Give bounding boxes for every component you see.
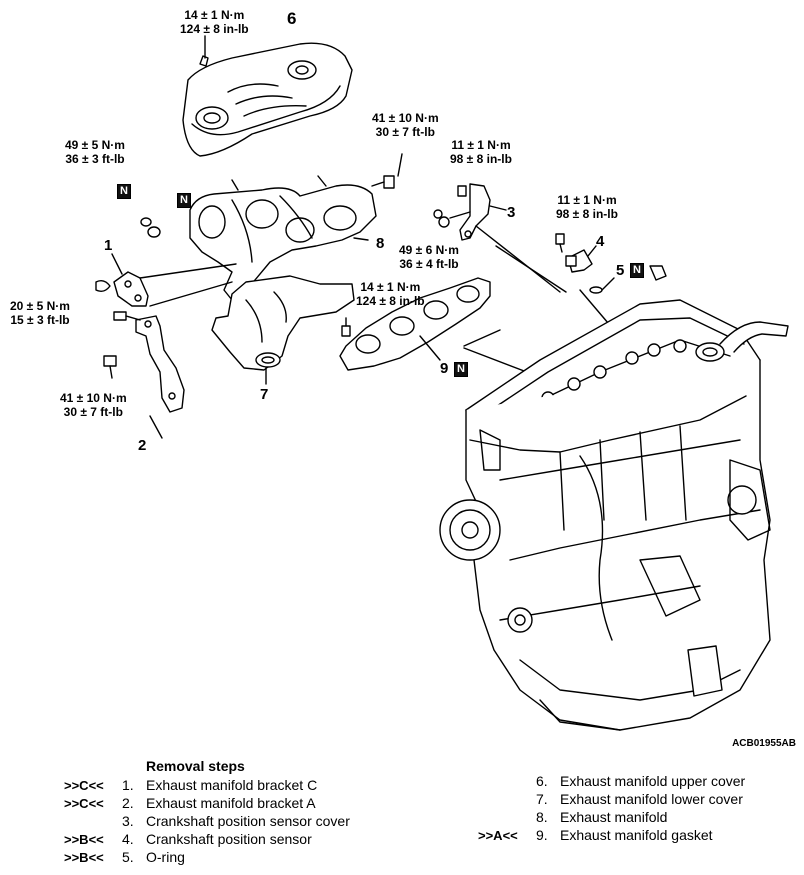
torque-label-2: 41 ± 10 N·m 30 ± 7 ft-lb <box>60 391 127 419</box>
exhaust-manifold <box>189 175 377 301</box>
bracket-a <box>135 315 185 413</box>
bracket-c <box>113 271 149 307</box>
exploded-view-diagram <box>95 35 789 731</box>
step-index: 9. <box>536 827 548 843</box>
crankshaft-sensor-cover <box>459 183 491 241</box>
torque-imperial: 98 ± 8 in-lb <box>450 152 512 166</box>
torque-metric: 14 ± 1 N·m <box>184 8 245 22</box>
removal-step: 6. Exhaust manifold upper cover <box>478 772 745 790</box>
removal-step: 7. Exhaust manifold lower cover <box>478 790 743 808</box>
torque-label-7: 14 ± 1 N·m 124 ± 8 in-lb <box>356 280 425 308</box>
step-reference-mark: >>C<< <box>64 778 104 793</box>
part-number-7: 7 <box>260 386 269 403</box>
new-part-badge: N <box>630 263 644 278</box>
step-text: Exhaust manifold upper cover <box>560 773 746 789</box>
part-number-4: 4 <box>596 233 605 250</box>
exhaust-manifold-lower-cover <box>211 275 355 371</box>
removal-step: 3. Crankshaft position sensor cover <box>64 812 350 830</box>
new-part-badge: N <box>117 184 131 199</box>
removal-step: >>C<< 1. Exhaust manifold bracket C <box>64 776 317 795</box>
new-part-badge: N <box>454 362 468 377</box>
step-index: 1. <box>122 777 134 793</box>
torque-imperial: 36 ± 3 ft-lb <box>65 152 125 166</box>
torque-imperial: 124 ± 8 in-lb <box>356 294 425 308</box>
step-text: Exhaust manifold lower cover <box>560 791 743 807</box>
part-number-9: 9 <box>440 360 449 377</box>
step-text: Exhaust manifold gasket <box>560 827 713 843</box>
part-number-3: 3 <box>507 204 516 221</box>
torque-imperial: 124 ± 8 in-lb <box>180 22 249 36</box>
torque-label-8: 41 ± 10 N·m 30 ± 7 ft-lb <box>372 111 439 139</box>
crankshaft-position-sensor <box>565 249 593 273</box>
part-number-2: 2 <box>138 437 147 454</box>
step-text: Crankshaft position sensor <box>146 831 312 847</box>
step-reference-mark: >>B<< <box>64 850 104 865</box>
removal-step: >>B<< 5. O-ring <box>64 848 185 867</box>
bolts <box>95 153 565 379</box>
torque-metric: 14 ± 1 N·m <box>360 280 421 294</box>
part-number-1: 1 <box>104 237 113 254</box>
torque-metric: 49 ± 5 N·m <box>65 138 125 152</box>
removal-steps-title: Removal steps <box>146 758 245 774</box>
torque-label-1nut: 49 ± 5 N·m 36 ± 3 ft-lb <box>65 138 125 166</box>
new-part-badge: N <box>177 193 191 208</box>
torque-metric: 41 ± 10 N·m <box>60 391 127 405</box>
torque-metric: 11 ± 1 N·m <box>557 193 617 207</box>
torque-metric: 20 ± 5 N·m <box>10 299 70 313</box>
step-index: 4. <box>122 831 134 847</box>
torque-imperial: 36 ± 4 ft-lb <box>399 257 459 271</box>
torque-label-3b: 49 ± 6 N·m 36 ± 4 ft-lb <box>399 243 459 271</box>
torque-label-3a: 11 ± 1 N·m 98 ± 8 in-lb <box>450 138 512 166</box>
torque-imperial: 15 ± 3 ft-lb <box>10 313 70 327</box>
step-text: Exhaust manifold <box>560 809 668 825</box>
torque-imperial: 30 ± 7 ft-lb <box>63 405 123 419</box>
torque-metric: 11 ± 1 N·m <box>451 138 511 152</box>
part-number-6: 6 <box>287 9 297 28</box>
step-text: Crankshaft position sensor cover <box>146 813 350 829</box>
removal-step: >>A<< 9. Exhaust manifold gasket <box>478 826 713 845</box>
sensor-connector <box>649 265 667 281</box>
step-text: Exhaust manifold bracket A <box>146 795 316 811</box>
step-index: 5. <box>122 849 134 865</box>
removal-step: >>B<< 4. Crankshaft position sensor <box>64 830 312 849</box>
step-index: 6. <box>536 773 548 789</box>
step-index: 3. <box>122 813 134 829</box>
engine-block <box>439 299 789 731</box>
torque-label-4: 11 ± 1 N·m 98 ± 8 in-lb <box>556 193 618 221</box>
torque-label-6: 14 ± 1 N·m 124 ± 8 in-lb <box>180 8 249 36</box>
figure-code: ACB01955AB <box>732 738 796 749</box>
exhaust-manifold-upper-cover <box>182 42 353 157</box>
part-number-5: 5 <box>616 262 625 279</box>
step-index: 7. <box>536 791 548 807</box>
exhaust-manifold-gasket <box>339 277 491 371</box>
step-reference-mark: >>C<< <box>64 796 104 811</box>
o-ring <box>589 286 603 294</box>
step-index: 8. <box>536 809 548 825</box>
torque-imperial: 98 ± 8 in-lb <box>556 207 618 221</box>
step-index: 2. <box>122 795 134 811</box>
part-number-8: 8 <box>376 235 385 252</box>
torque-metric: 49 ± 6 N·m <box>399 243 459 257</box>
removal-step: 8. Exhaust manifold <box>478 808 667 826</box>
step-reference-mark: >>B<< <box>64 832 104 847</box>
torque-metric: 41 ± 10 N·m <box>372 111 439 125</box>
torque-label-1: 20 ± 5 N·m 15 ± 3 ft-lb <box>10 299 70 327</box>
step-reference-mark: >>A<< <box>478 828 518 843</box>
torque-imperial: 30 ± 7 ft-lb <box>375 125 435 139</box>
step-text: O-ring <box>146 849 185 865</box>
step-text: Exhaust manifold bracket C <box>146 777 318 793</box>
removal-step: >>C<< 2. Exhaust manifold bracket A <box>64 794 316 813</box>
